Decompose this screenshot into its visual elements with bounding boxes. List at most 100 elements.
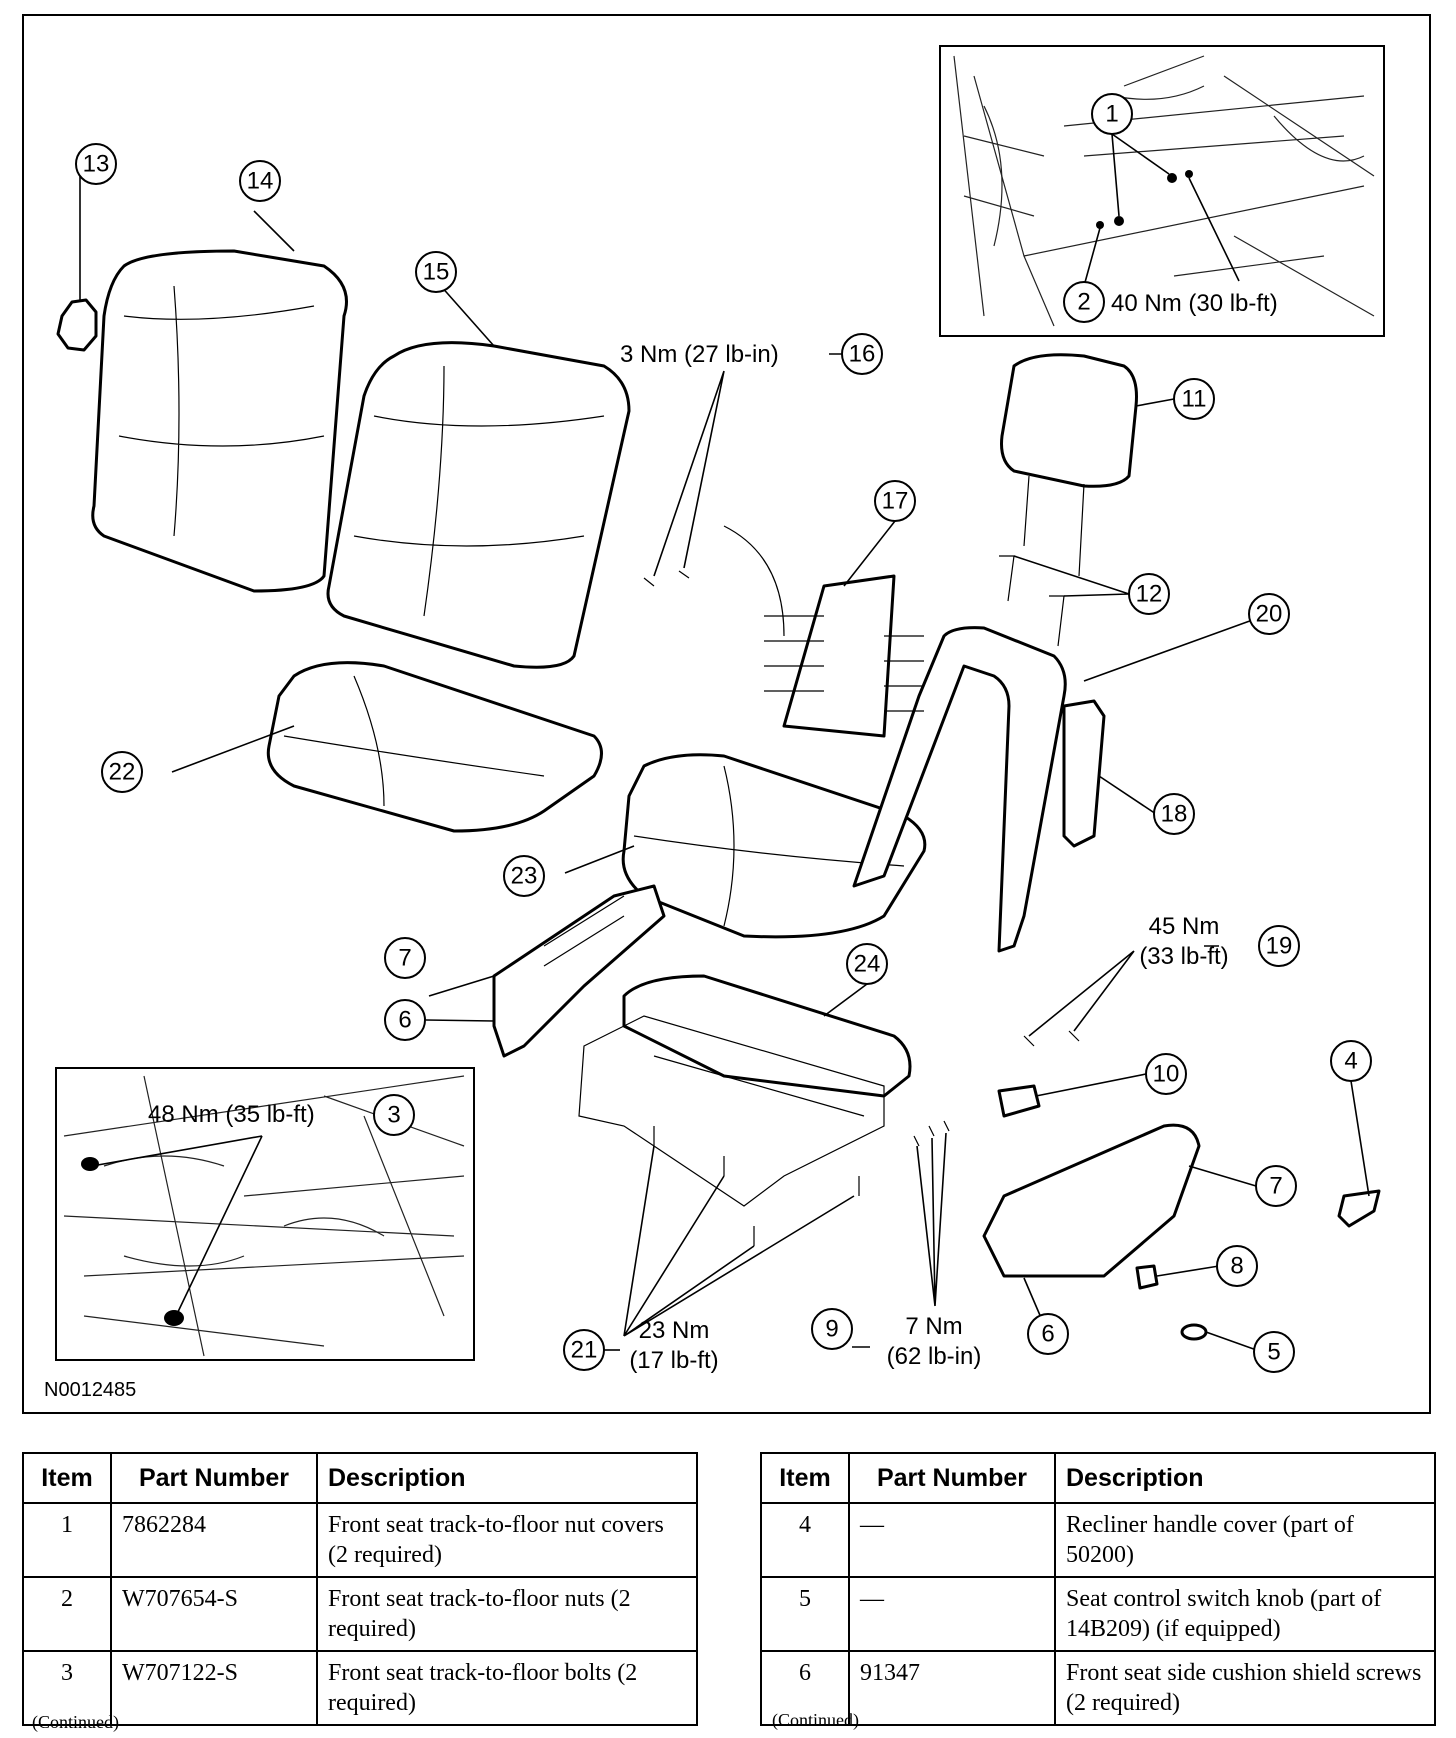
callout-22: 22 (101, 751, 143, 793)
svg-text:5: 5 (1267, 1339, 1280, 1366)
svg-text:22: 22 (109, 759, 136, 786)
cell-part-number: W707122-S (110, 1650, 318, 1726)
svg-text:1: 1 (1105, 101, 1118, 128)
header-item: Item (760, 1452, 850, 1504)
callout-1: 1 (1091, 93, 1133, 135)
bolt-head-marker (81, 1157, 99, 1171)
callout-18: 18 (1153, 793, 1195, 835)
callout-16: 16 (841, 333, 883, 375)
figure-id: N0012485 (44, 1379, 136, 1401)
cell-item: 3 (22, 1650, 112, 1726)
callout-21: 21 (563, 1329, 605, 1371)
svg-text:20: 20 (1256, 601, 1283, 628)
torque-labels: 40 Nm (30 lb-ft) 48 Nm (35 lb-ft) 3 Nm (… (148, 290, 1278, 1374)
header-item: Item (22, 1452, 112, 1504)
part-11-headrest (1000, 353, 1138, 488)
svg-text:7: 7 (398, 945, 411, 972)
cell-item: 2 (22, 1576, 112, 1652)
torque-item19-line1: 45 Nm (1149, 913, 1220, 940)
callout-4: 4 (1330, 1040, 1372, 1082)
cell-description: Front seat track-to-floor bolts (2 requi… (316, 1650, 698, 1726)
svg-text:14: 14 (247, 168, 274, 195)
cell-description: Recliner handle cover (part of 50200) (1054, 1502, 1436, 1578)
header-description: Description (316, 1452, 698, 1504)
part-18-recliner (1062, 699, 1106, 848)
svg-text:19: 19 (1266, 933, 1293, 960)
cell-description: Front seat track-to-floor nuts (2 requir… (316, 1576, 698, 1652)
part-23-cushion (621, 753, 927, 939)
cell-item: 6 (760, 1650, 850, 1726)
continued-note-right: (Continued) (772, 1710, 859, 1730)
cell-part-number: — (848, 1576, 1056, 1652)
torque-item3: 48 Nm (35 lb-ft) (148, 1101, 315, 1128)
cell-description: Seat control switch knob (part of 14B209… (1054, 1576, 1436, 1652)
svg-text:21: 21 (571, 1337, 598, 1364)
parts-table-left: Item Part Number Description 1 7862284 F… (22, 1452, 698, 1726)
svg-text:2: 2 (1077, 289, 1090, 316)
callout-23: 23 (503, 855, 545, 897)
callout-11: 11 (1173, 378, 1215, 420)
diagram-canvas: 1 2 3 4 5 6 6 7 7 8 9 10 11 12 13 14 15 … (44, 45, 1385, 1401)
part-15-seatback-pad (326, 341, 631, 669)
cell-item: 4 (760, 1502, 850, 1578)
callout-10: 10 (1145, 1053, 1187, 1095)
table-row: 2 W707654-S Front seat track-to-floor nu… (22, 1576, 698, 1652)
part-21-bolts (653, 1126, 860, 1246)
callout-24: 24 (846, 943, 888, 985)
svg-text:3: 3 (387, 1102, 400, 1129)
table-header-row: Item Part Number Description (22, 1452, 698, 1504)
callout-20: 20 (1248, 593, 1290, 635)
header-description: Description (1054, 1452, 1436, 1504)
callout-15: 15 (415, 251, 457, 293)
callout-14: 14 (239, 160, 281, 202)
table-row: 3 W707122-S Front seat track-to-floor bo… (22, 1650, 698, 1726)
cell-part-number: W707654-S (110, 1576, 318, 1652)
svg-text:16: 16 (849, 341, 876, 368)
cell-part-number: 7862284 (110, 1502, 318, 1578)
inset-frame-top-right (939, 45, 1385, 337)
svg-text:10: 10 (1153, 1061, 1180, 1088)
svg-text:13: 13 (83, 151, 110, 178)
svg-text:24: 24 (854, 951, 881, 978)
part-20-seatback-frame (852, 626, 1067, 953)
part-5-knob (1180, 1323, 1208, 1341)
callout-6-left: 6 (384, 999, 426, 1041)
torque-item9-line1: 7 Nm (905, 1313, 962, 1340)
nut-cover-marker (1114, 216, 1124, 226)
exploded-diagram: 1 2 3 4 5 6 6 7 7 8 9 10 11 12 13 14 15 … (22, 14, 1431, 1414)
part-22-cushion-cover (266, 661, 603, 833)
header-part-number: Part Number (848, 1452, 1056, 1504)
torque-item2: 40 Nm (30 lb-ft) (1111, 290, 1278, 317)
part-17-lumbar (782, 574, 896, 738)
callout-8: 8 (1216, 1245, 1258, 1287)
svg-text:7: 7 (1269, 1173, 1282, 1200)
callout-2: 2 (1063, 281, 1105, 323)
bolt-head-marker (164, 1310, 184, 1326)
part-7-shield-left (492, 884, 666, 1058)
callout-7-right: 7 (1255, 1165, 1297, 1207)
part-14-seatback-cover (91, 249, 348, 593)
callout-9: 9 (811, 1308, 853, 1350)
part-19-bolts (1023, 1030, 1080, 1047)
part-9-screws (913, 1120, 950, 1147)
callout-19: 19 (1258, 925, 1300, 967)
header-part-number: Part Number (110, 1452, 318, 1504)
table-row: 1 7862284 Front seat track-to-floor nut … (22, 1502, 698, 1578)
parts-table-right: Item Part Number Description 4 — Recline… (760, 1452, 1436, 1726)
table-row: 5 — Seat control switch knob (part of 14… (760, 1576, 1436, 1652)
callouts: 1 2 3 4 5 6 6 7 7 8 9 10 11 12 13 14 15 … (75, 93, 1372, 1373)
nut-marker (1185, 170, 1193, 178)
torque-item16: 3 Nm (27 lb-in) (620, 341, 779, 368)
nut-marker (1096, 221, 1104, 229)
callout-6-right: 6 (1027, 1313, 1069, 1355)
svg-text:23: 23 (511, 863, 538, 890)
part-8-knob (1135, 1264, 1159, 1290)
callout-7-left: 7 (384, 937, 426, 979)
part-7-shield-right (982, 1123, 1201, 1278)
part-10-switch (997, 1084, 1041, 1118)
cell-part-number: — (848, 1502, 1056, 1578)
cell-description: Front seat side cushion shield screws (2… (1054, 1650, 1436, 1726)
continued-note-left: (Continued) (32, 1712, 119, 1732)
callout-17: 17 (874, 480, 916, 522)
svg-text:12: 12 (1136, 581, 1163, 608)
